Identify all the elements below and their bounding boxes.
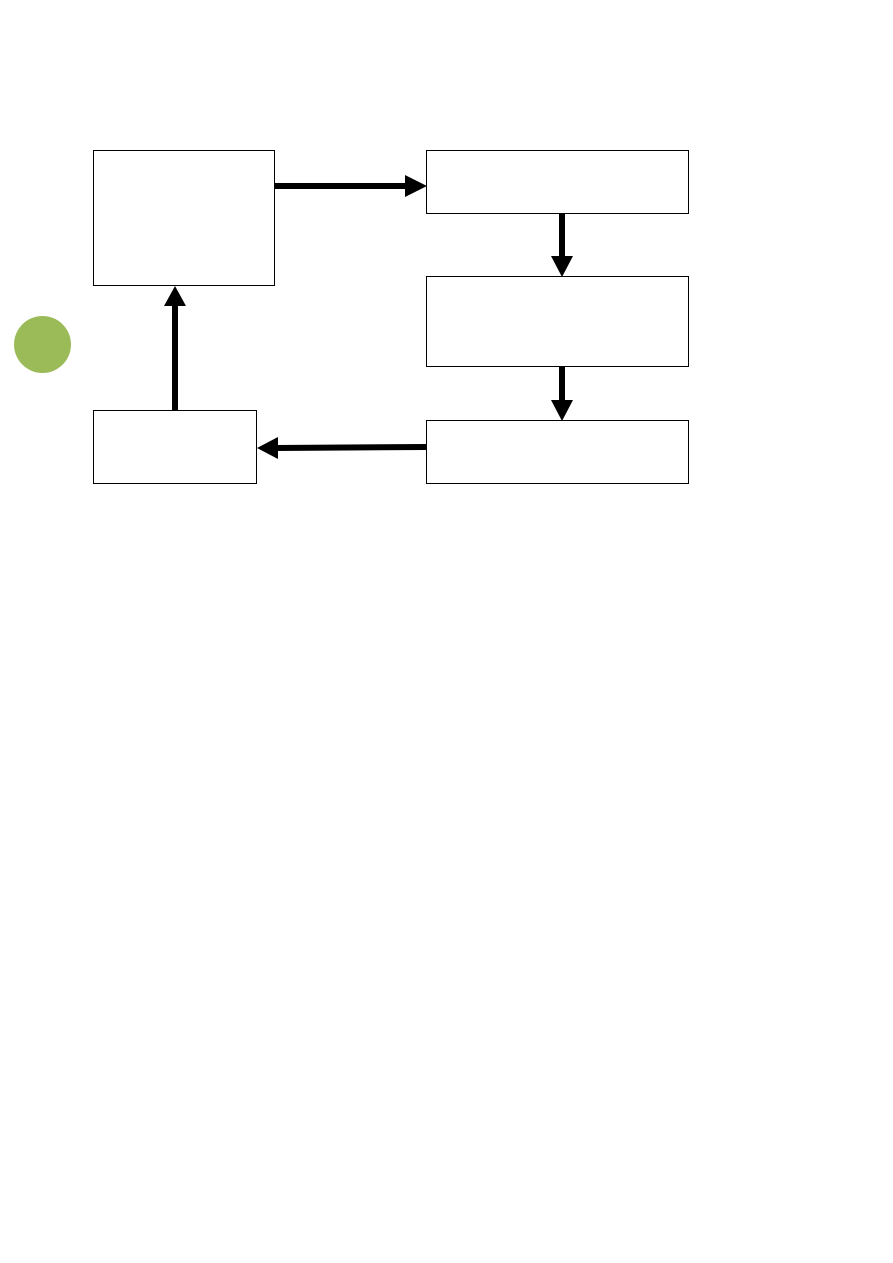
flow-box-bottom-right [426,420,689,484]
arrow-down-lower [551,367,573,421]
flow-box-top-right [426,150,689,214]
arrow-up-left [164,286,186,410]
green-circle-marker [14,316,71,373]
arrow-down-upper [551,214,573,277]
arrow-right-top [275,175,427,197]
flow-box-top-left [93,150,275,286]
arrow-left-bottom [257,437,427,459]
flow-box-middle-right [426,276,689,367]
flow-box-bottom-left [93,410,257,484]
